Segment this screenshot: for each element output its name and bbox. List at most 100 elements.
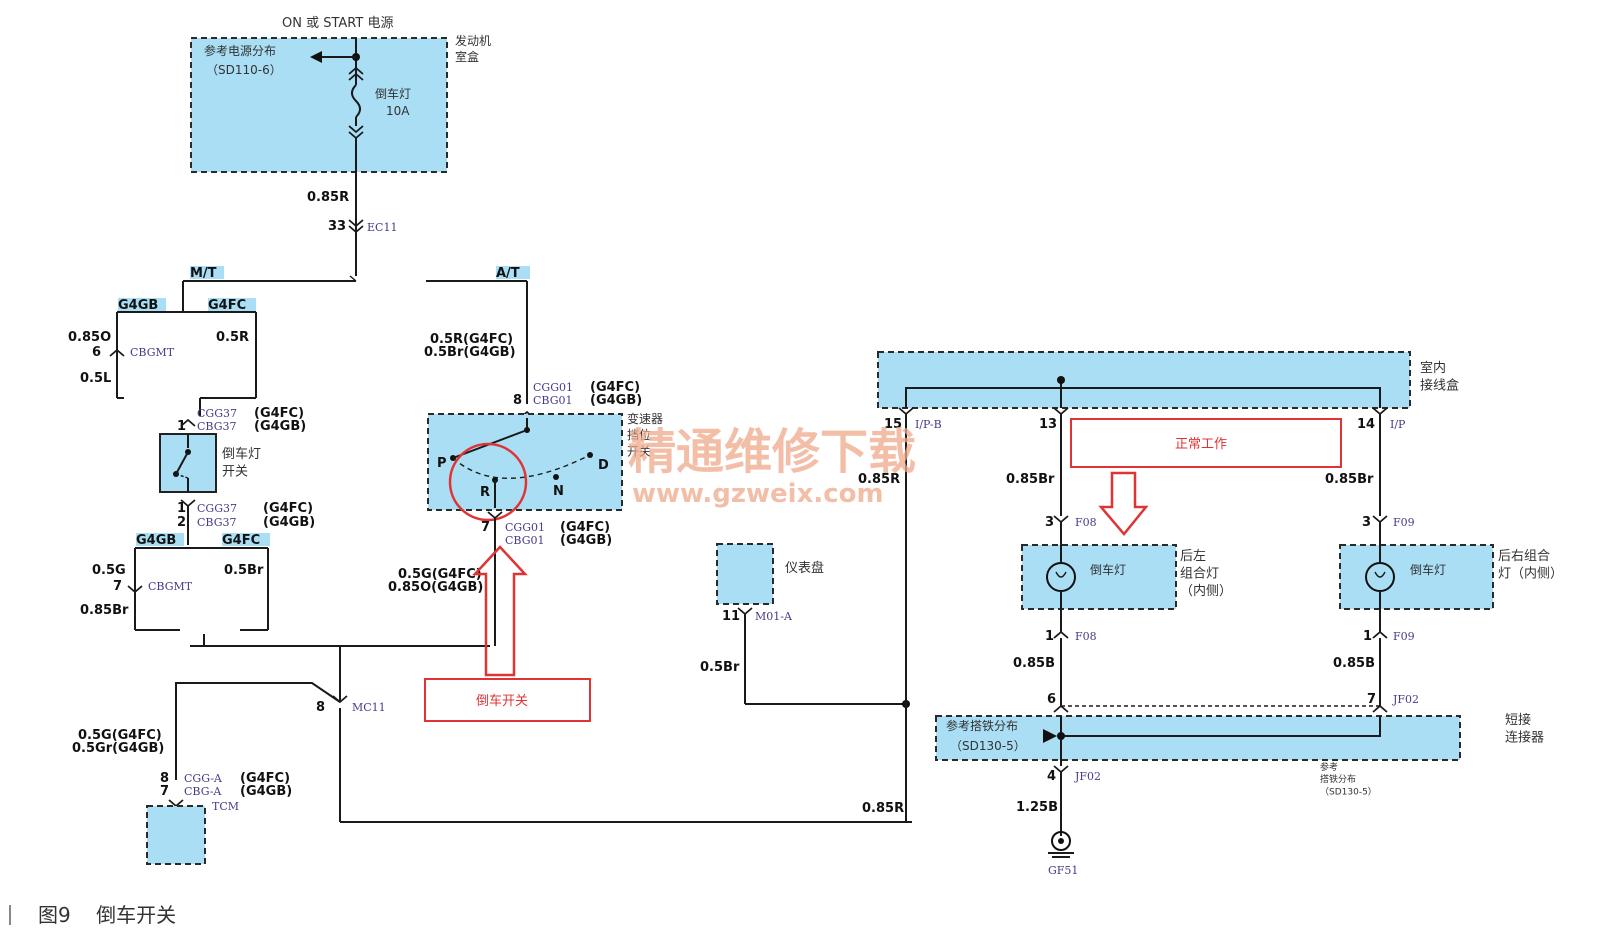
arrow-up-icon <box>472 545 528 677</box>
variant-g4gb-1: (G4GB) <box>254 419 306 434</box>
g4fc-tag-2: G4FC <box>222 533 260 548</box>
cbga-code: CBG-A <box>184 785 222 798</box>
normal-callout <box>1070 418 1342 468</box>
variant-g4fc-3: (G4FC) <box>590 380 640 395</box>
wire-085R-ip: 0.85R <box>858 472 900 487</box>
power-ref-label: 参考电源分布 <box>204 43 276 58</box>
jf02-pin-6: 6 <box>1047 692 1056 707</box>
short-connector-label: 短接连接器 <box>1505 712 1544 746</box>
gear-n: N <box>553 484 564 499</box>
indoor-junction-box <box>877 351 1411 409</box>
f08-code: F08 <box>1075 516 1097 529</box>
watermark-url: www.gzweix.com <box>632 479 884 509</box>
f09b-code: F09 <box>1393 630 1415 643</box>
m01a-pin: 11 <box>722 609 740 624</box>
jf02b-code: JF02 <box>1074 770 1101 783</box>
rear-left-lamp-box <box>1021 544 1177 610</box>
f08b-pin: 1 <box>1045 629 1054 644</box>
ec11-pin: 33 <box>328 219 346 234</box>
f09-pin: 3 <box>1362 515 1371 530</box>
mc11-pin: 8 <box>316 700 325 715</box>
short-connector-box <box>935 715 1461 761</box>
jf02-pin-4: 4 <box>1047 769 1056 784</box>
variant-g4gb-5: (G4GB) <box>240 784 292 799</box>
wire-085O-g4gb: 0.85O(G4GB) <box>388 580 483 595</box>
ground-icon <box>1048 831 1074 858</box>
variant-g4gb-3: (G4GB) <box>590 393 642 408</box>
cbgmt2-code: CBGMT <box>148 580 193 593</box>
variant-g4fc-1: (G4FC) <box>254 406 304 421</box>
mt-tag: M/T <box>190 266 217 281</box>
cbgmt-pin: 6 <box>92 345 101 360</box>
wire-085Br-14: 0.85Br <box>1325 472 1374 487</box>
f09-code: F09 <box>1393 516 1415 529</box>
wire-05L: 0.5L <box>80 371 111 386</box>
gear-p: P <box>437 456 447 471</box>
power-ref-code: （SD110-6） <box>206 63 282 77</box>
fuse-rating: 10A <box>386 104 410 118</box>
ground-ref-label-2: 参考搭铁分布（SD130-5） <box>1320 761 1377 797</box>
mc11-code: MC11 <box>352 701 386 714</box>
cgga-code: CGG-A <box>184 772 223 785</box>
cluster-label: 仪表盘 <box>785 560 824 576</box>
tcm-box <box>146 805 206 865</box>
g4gb-tag-2: G4GB <box>136 533 176 548</box>
normal-callout-text: 正常工作 <box>1175 437 1227 452</box>
variant-g4fc-4: (G4FC) <box>560 520 610 535</box>
wire-085Br-left: 0.85Br <box>80 603 129 618</box>
fuse-name: 倒车灯 <box>375 86 411 101</box>
reverse-switch-callout-text: 倒车开关 <box>476 693 528 709</box>
variant-g4gb-4: (G4GB) <box>560 533 612 548</box>
wire-05R-g4fc: 0.5R(G4FC) <box>430 332 513 347</box>
gf51-label: GF51 <box>1048 864 1078 877</box>
f09b-pin: 1 <box>1363 629 1372 644</box>
jf02-code: JF02 <box>1392 693 1419 706</box>
cgg37-code: CGG37 <box>197 407 237 420</box>
wire-05Gr-g4gb: 0.5Gr(G4GB) <box>72 741 164 756</box>
cluster-box <box>716 543 774 605</box>
wire-125B: 1.25B <box>1016 800 1058 815</box>
ground-ref-label: 参考搭铁分布 <box>946 718 1018 733</box>
f08-pin: 3 <box>1045 515 1054 530</box>
mt-tag-bg <box>190 266 224 279</box>
gear-d: D <box>598 458 609 473</box>
engine-box-label: 发动机室盒 <box>455 33 491 64</box>
lamp-right-location: 后右组合灯（内侧） <box>1498 549 1563 582</box>
ip-code: I/P <box>1390 418 1406 431</box>
arrow-down-icon <box>1098 471 1149 536</box>
wire-05R: 0.5R <box>216 330 249 345</box>
reverse-switch-label: 倒车灯开关 <box>222 446 261 480</box>
reverse-switch-callout <box>424 678 591 722</box>
wire-05G: 0.5G <box>92 563 126 578</box>
arrow-left-icon <box>310 51 322 63</box>
ip13-pin: 13 <box>1039 417 1057 432</box>
lamp-left-label: 倒车灯 <box>1090 562 1126 577</box>
wire-05Br-g4gb: 0.5Br(G4GB) <box>424 345 516 360</box>
lamp-left-location: 后左组合灯（内侧） <box>1180 549 1232 599</box>
power-source-label: ON 或 START 电源 <box>282 16 393 31</box>
cgg01-pin: 8 <box>513 393 522 408</box>
at-tag: A/T <box>496 266 520 281</box>
indoor-box-label: 室内接线盒 <box>1420 360 1459 394</box>
g4gb-tag-1: G4GB <box>118 298 158 313</box>
cgga-pin-2: 7 <box>160 784 169 799</box>
cbgmt-code: CBGMT <box>130 346 175 359</box>
rear-right-lamp-box <box>1339 544 1494 610</box>
cgg01b-pin: 7 <box>481 520 490 535</box>
cbgmt2-pin: 7 <box>113 579 122 594</box>
wire-05G-g4fc: 0.5G(G4FC) <box>398 567 482 582</box>
ipb-code: I/P-B <box>915 418 942 431</box>
svg-text:发动机室盒: 发动机室盒 <box>455 33 491 64</box>
variant-g4gb-2: (G4GB) <box>263 515 315 530</box>
wire-085R-top: 0.85R <box>307 190 349 205</box>
wire-085B-right: 0.85B <box>1333 656 1375 671</box>
f08b-code: F08 <box>1075 630 1097 643</box>
pin-2: 2 <box>177 515 186 530</box>
wire-085O: 0.85O <box>68 330 111 345</box>
gear-r: R <box>480 485 490 500</box>
tcm-label: TCM <box>212 800 239 813</box>
cbg01b-code: CBG01 <box>505 534 545 547</box>
wire-05Br-cluster: 0.5Br <box>700 660 740 675</box>
figure-caption: 图9 倒车开关 <box>38 903 176 927</box>
